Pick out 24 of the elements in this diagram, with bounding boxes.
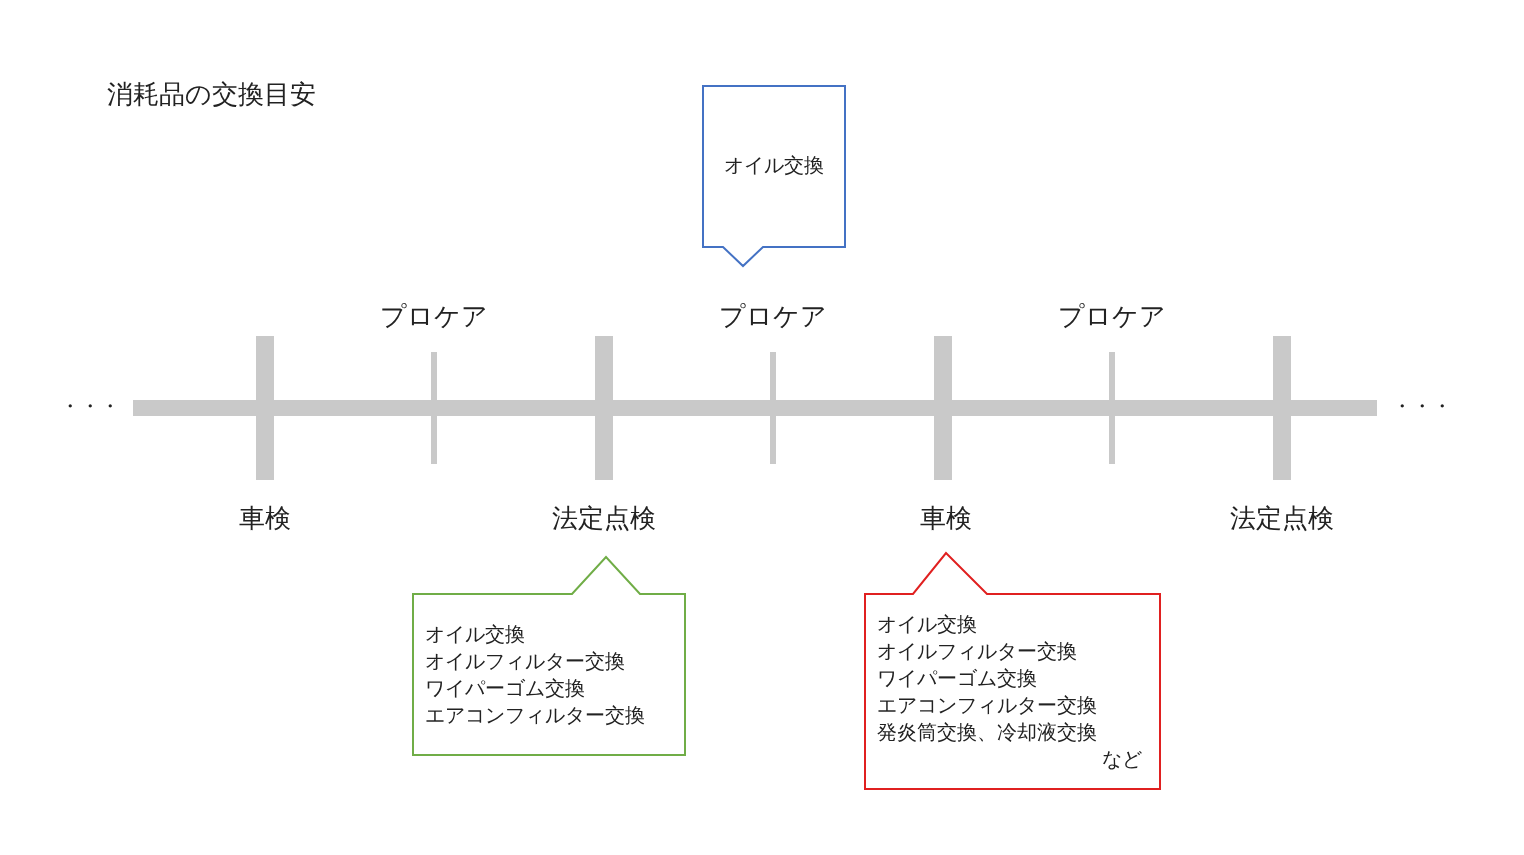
callout-text: オイルフィルター交換 — [425, 649, 625, 673]
tick-label: プロケア — [380, 300, 488, 332]
callout-text: オイルフィルター交換 — [877, 639, 1077, 663]
speech-bubble — [412, 556, 686, 756]
tick-label: プロケア — [1058, 300, 1166, 332]
callout-text: オイル交換 — [877, 612, 977, 636]
title: 消耗品の交換目安 — [107, 78, 316, 110]
callout-text: エアコンフィルター交換 — [425, 703, 645, 727]
ellipsis: ・・・ — [60, 394, 120, 418]
callout-text: オイル交換 — [724, 153, 824, 177]
tick-label: 車検 — [920, 502, 972, 534]
callout-text: エアコンフィルター交換 — [877, 693, 1097, 717]
callout-text: など — [1102, 747, 1142, 771]
callout-text: ワイパーゴム交換 — [877, 666, 1037, 690]
callout-text: オイル交換 — [425, 622, 525, 646]
callout-text: ワイパーゴム交換 — [425, 676, 585, 700]
tick-label: 法定点検 — [1230, 502, 1334, 534]
speech-bubble — [864, 552, 1161, 790]
tick-label: 法定点検 — [552, 502, 656, 534]
speech-bubble — [702, 85, 846, 267]
tick-label: プロケア — [719, 300, 827, 332]
ellipsis: ・・・ — [1392, 394, 1452, 418]
callout-text: 発炎筒交換、冷却液交換 — [877, 720, 1097, 744]
tick-label: 車検 — [239, 502, 291, 534]
